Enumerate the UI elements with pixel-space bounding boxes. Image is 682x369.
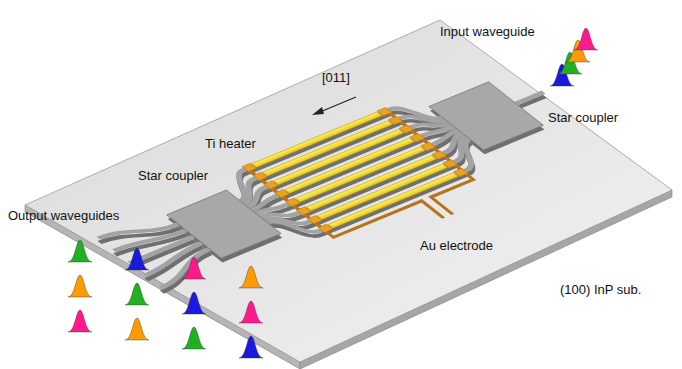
electrode-pad bbox=[242, 108, 468, 233]
direction-label: [011] bbox=[322, 70, 350, 85]
star-coupler bbox=[429, 82, 543, 150]
ti-heater bbox=[252, 112, 458, 228]
inp-substrate bbox=[25, 20, 672, 362]
part-label: Output waveguides bbox=[8, 208, 119, 223]
part-label: (100) InP sub. bbox=[560, 282, 641, 297]
awg-device bbox=[86, 59, 614, 320]
star-coupler bbox=[167, 190, 281, 258]
part-label: Star coupler bbox=[548, 110, 618, 125]
optical-pulse bbox=[68, 240, 263, 358]
part-label: Ti heater bbox=[205, 136, 256, 151]
au-electrode bbox=[247, 111, 495, 255]
part-label: Au electrode bbox=[420, 238, 493, 253]
direction-arrow bbox=[312, 97, 356, 115]
optical-pulse bbox=[550, 28, 598, 86]
waveguide bbox=[91, 62, 581, 294]
part-label: Input waveguide bbox=[440, 24, 535, 39]
part-label: Star coupler bbox=[138, 168, 208, 183]
